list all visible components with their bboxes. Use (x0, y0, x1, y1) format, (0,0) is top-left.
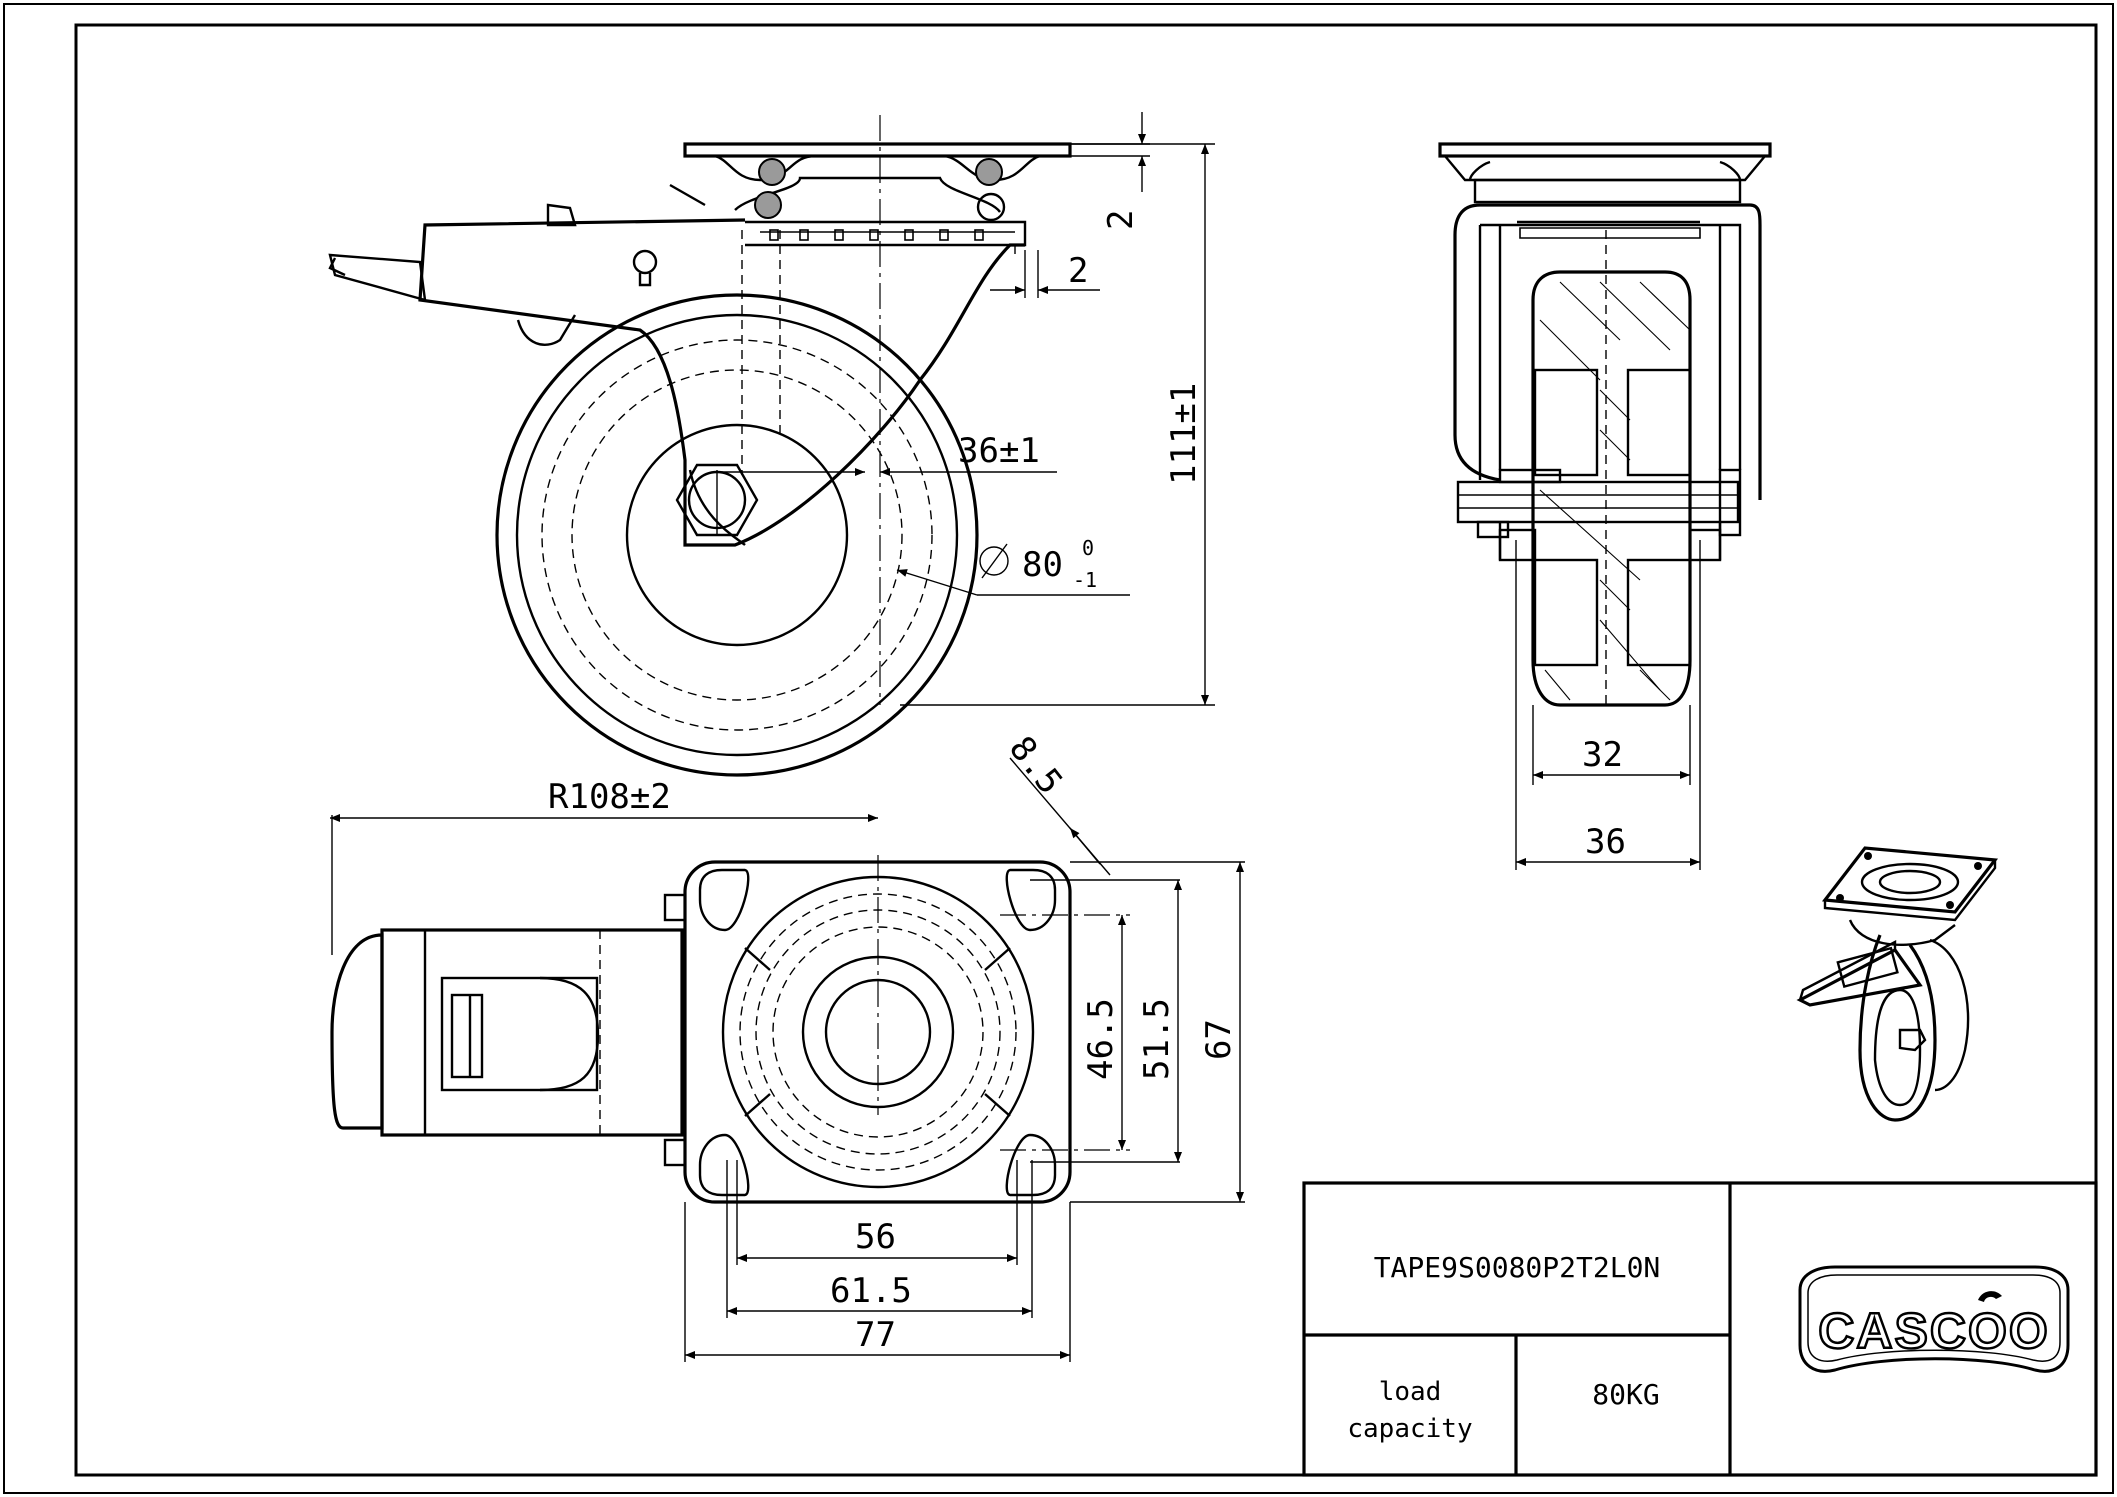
dim-swivel-offset: 36±1 (958, 431, 1040, 471)
sheet-border (3, 3, 2114, 1494)
front-section-view: 32 36 (1438, 142, 1772, 870)
svg-text:CASCOO: CASCOO (1818, 1303, 2049, 1359)
load-capacity-label-line2: capacity (1347, 1414, 1472, 1444)
drawing-frame (74, 23, 2098, 1477)
dim-plate-thickness: 2 (1101, 210, 1141, 230)
dim-offset: 2 (1068, 251, 1088, 291)
part-number: TAPE9S0080P2T2L0N (1374, 1251, 1661, 1284)
dim-fork-width: 36 (1585, 822, 1626, 862)
load-capacity-label-line1: load (1379, 1377, 1442, 1407)
dim-swivel-radius: R108±2 (548, 777, 671, 817)
dim-wheel-diameter-upper-tol: 0 (1082, 536, 1094, 560)
dim-hole-spacing-x: 61.5 (830, 1271, 912, 1311)
dim-wheel-diameter: 80 (1022, 545, 1063, 585)
dim-wheel-width: 32 (1582, 735, 1623, 775)
title-block: TAPE9S0080P2T2L0N load capacity 80KG CAS… (1302, 1181, 2098, 1477)
load-capacity-value: 80KG (1592, 1378, 1659, 1411)
brand-logo: CASCOO (1798, 1265, 2070, 1373)
dim-plate-height: 67 (1199, 1019, 1239, 1060)
bottom-view: 8.5 R108±2 46.5 51.5 67 56 61.5 77 (330, 729, 1245, 1362)
dim-plate-width: 77 (855, 1315, 896, 1355)
dim-hole-spacing-y-inner: 46.5 (1081, 998, 1121, 1080)
dim-wheel-diameter-lower-tol: -1 (1073, 568, 1097, 592)
side-view: 2 2 36±1 80 0 -1 111±1 (328, 112, 1215, 777)
dim-hole-spacing-y: 51.5 (1137, 998, 1177, 1080)
isometric-view (1796, 846, 1999, 1122)
dim-hole-diameter: 8.5 (1001, 729, 1070, 802)
dim-hole-spacing-x-inner: 56 (855, 1217, 896, 1257)
dim-overall-height: 111±1 (1164, 383, 1204, 485)
